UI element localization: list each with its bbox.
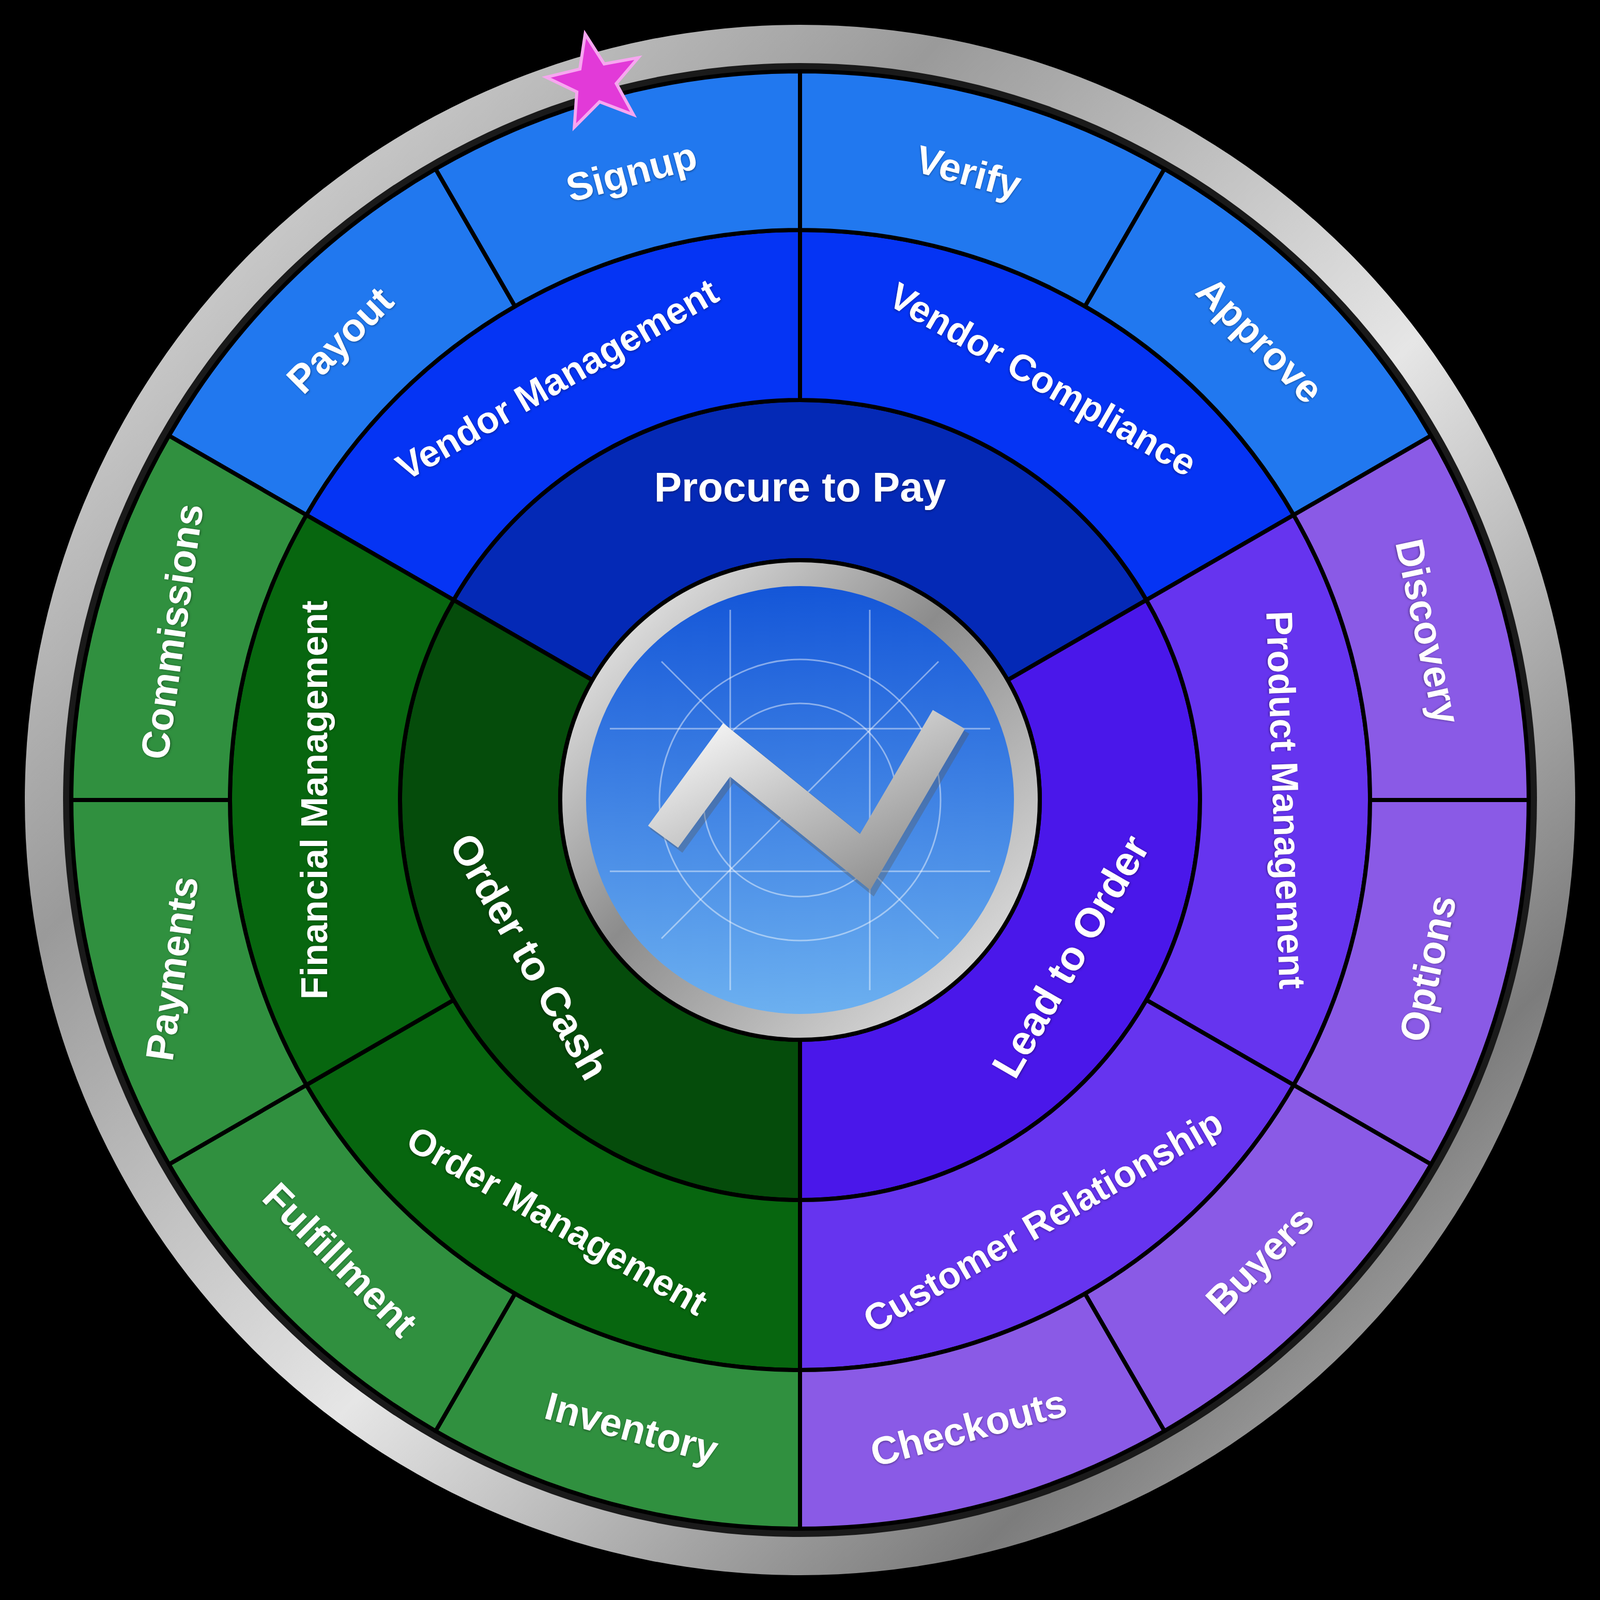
star-marker [539,24,650,131]
center-ring [560,560,1040,1040]
segment-shape [1293,435,1529,800]
ring-segment: Payments [71,800,307,1165]
segment-shape [168,168,516,516]
silver-rim [24,24,1576,1576]
segment-shape [800,1293,1165,1529]
center-disc [586,586,1014,1014]
logo-mark [663,719,949,863]
segment-shape [71,800,307,1165]
segment-shape [71,435,307,800]
segment-shape [168,1085,516,1432]
logo-shadow [666,723,952,867]
ring-segment: Discovery [1293,435,1529,800]
segment-label: Financial Management [295,600,333,1000]
segment-shape [1085,1085,1432,1432]
segment-label: Procure to Pay [654,466,947,509]
rim-inner-edge [63,63,1537,1537]
segment-shape [435,71,800,307]
logo-grid [609,609,991,991]
segment-shape [1085,168,1432,516]
ring-segment: Commissions [71,435,307,801]
ring-segment: Signup [435,71,800,307]
ring-segment: Checkouts [800,1293,1165,1529]
